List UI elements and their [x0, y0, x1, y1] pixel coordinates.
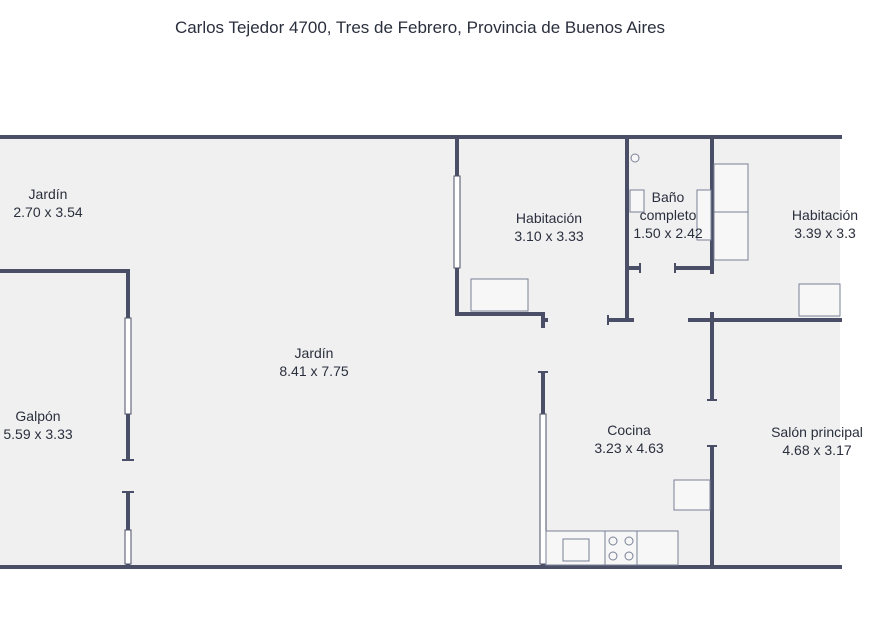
kitchen-stove	[604, 530, 638, 566]
address-title: Carlos Tejedor 4700, Tres de Febrero, Pr…	[174, 18, 666, 37]
habitacion-furniture	[470, 278, 529, 312]
window-galpon-2	[124, 529, 132, 565]
floor-plan	[0, 135, 842, 569]
kitchen-sink	[562, 538, 590, 562]
bath-sink	[629, 189, 645, 213]
toilet	[630, 153, 640, 163]
window-habitacion	[453, 175, 461, 269]
window-kitchen	[539, 413, 547, 565]
bath-shower	[696, 189, 712, 241]
right-room-furniture	[798, 283, 841, 317]
kitchen-fridge	[673, 479, 711, 511]
window-galpon	[124, 317, 132, 415]
